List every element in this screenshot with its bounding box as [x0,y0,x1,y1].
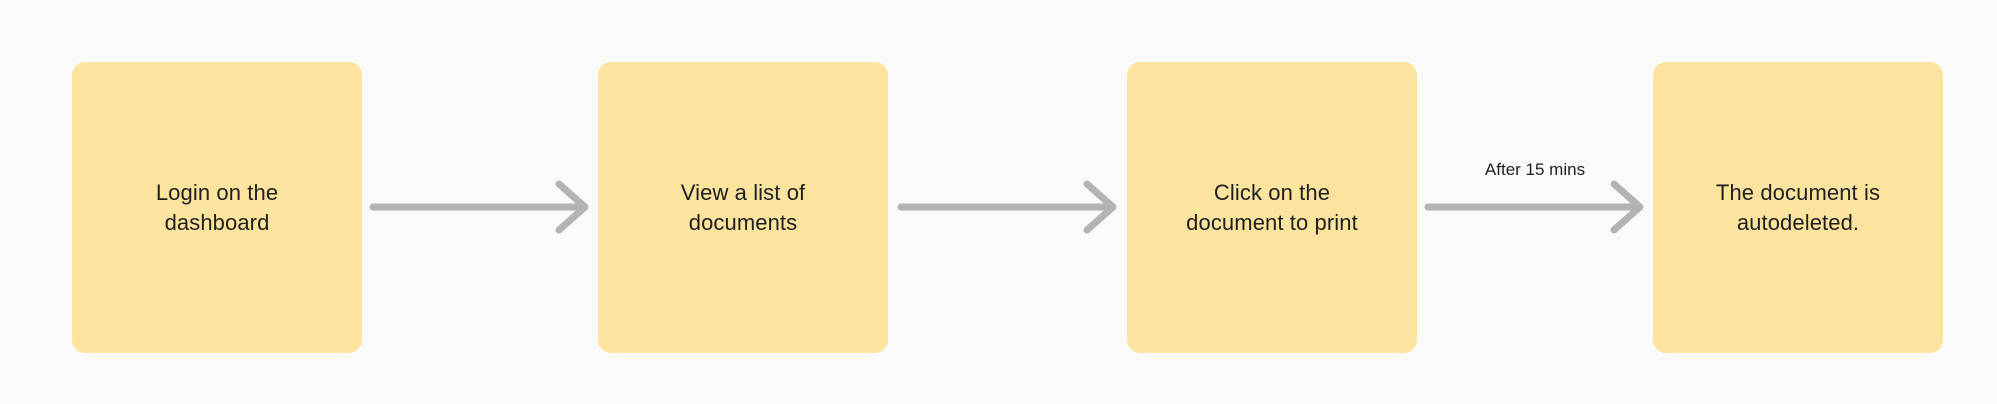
connector-arrow-2[interactable] [897,179,1119,235]
node-label: The document is autodeleted. [1715,179,1881,235]
node-label: Login on the dashboard [155,179,279,235]
flow-node-document-autodeleted[interactable]: The document is autodeleted. [1653,62,1943,353]
node-label: View a list of documents [680,179,806,235]
connector-label-after-15-mins: After 15 mins [1484,160,1586,179]
flow-node-login-dashboard[interactable]: Login on the dashboard [72,62,362,353]
node-label: Click on the document to print [1186,179,1358,235]
flow-node-view-documents[interactable]: View a list of documents [598,62,888,353]
connector-arrow-1[interactable] [369,179,591,235]
flow-node-click-document-print[interactable]: Click on the document to print [1127,62,1417,353]
connector-arrow-3[interactable] [1424,179,1646,235]
